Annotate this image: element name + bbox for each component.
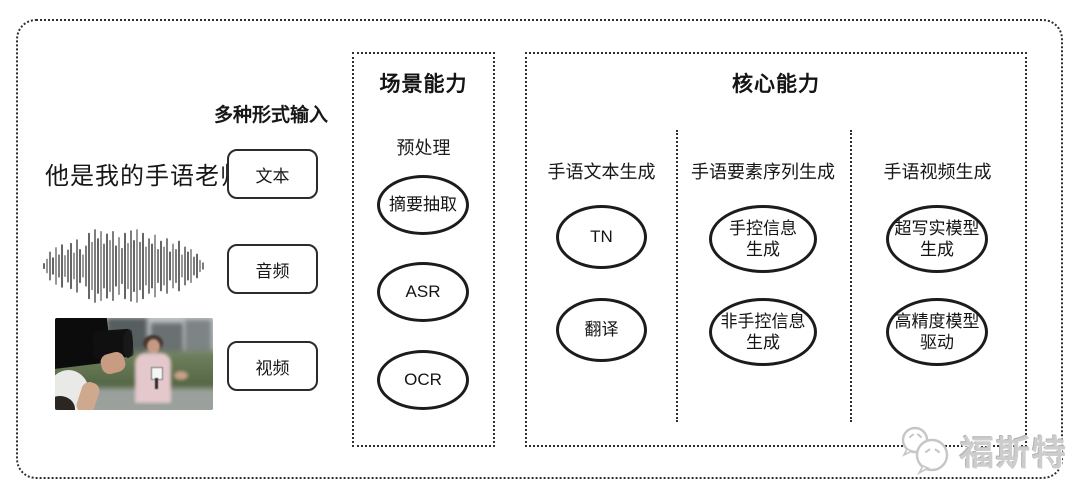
microphone-stem xyxy=(155,378,158,389)
node-label: 非手控信息 xyxy=(720,311,806,331)
node-label: TN xyxy=(590,227,613,247)
column-sign-element-sequence-generation: 手语要素序列生成 手控信息 生成 非手控信息 生成 xyxy=(676,54,850,445)
core-capability-box: 核心能力 手语文本生成 TN 翻译 手语要素序列生成 手控信息 生成 非手控信息… xyxy=(525,52,1027,447)
core-capability-title: 核心能力 xyxy=(732,73,820,96)
node-label: 生成 xyxy=(746,333,780,352)
video-frame-image xyxy=(55,318,213,410)
node-label: OCR xyxy=(404,370,442,390)
scene-capability-box: 场景能力 预处理 摘要抽取 ASR OCR xyxy=(352,52,495,447)
input-section-label: 多种形式输入 xyxy=(213,105,328,126)
column-divider xyxy=(850,130,852,422)
audio-waveform-icon xyxy=(43,229,204,303)
sample-input-text: 他是我的手语老师 xyxy=(45,163,245,190)
node-label: ASR xyxy=(405,282,441,302)
input-type-video-box: 视频 xyxy=(227,341,318,391)
scene-capability-title: 场景能力 xyxy=(379,73,468,96)
node-ocr: OCR xyxy=(377,350,469,410)
outer-dotted-frame xyxy=(16,19,1063,479)
node-label: 生成 xyxy=(746,240,780,259)
column-sign-video-generation: 手语视频生成 超写实模型 生成 高精度模型 驱动 xyxy=(850,54,1025,445)
input-type-text-box: 文本 xyxy=(227,149,318,199)
watermark: 福斯特 xyxy=(896,424,1068,476)
column-sign-text-generation: 手语文本生成 TN 翻译 xyxy=(527,54,676,445)
watermark-text: 福斯特 xyxy=(960,434,1068,473)
input-type-audio-label: 音频 xyxy=(255,261,290,281)
input-type-audio-box: 音频 xyxy=(227,244,318,294)
node-hyperrealistic-model-generation: 超写实模型 生成 xyxy=(886,205,988,273)
input-type-text-label: 文本 xyxy=(255,166,290,186)
node-label: 摘要抽取 xyxy=(389,195,457,215)
photographer-hair xyxy=(55,396,75,410)
column-header: 手语视频生成 xyxy=(883,162,992,182)
node-manual-info-generation: 手控信息 生成 xyxy=(709,205,817,273)
node-label: 翻译 xyxy=(584,320,619,340)
node-non-manual-info-generation: 非手控信息 生成 xyxy=(709,298,817,366)
input-type-video-label: 视频 xyxy=(255,358,290,378)
reporter-face xyxy=(147,339,160,354)
column-divider xyxy=(676,130,678,422)
node-label: 超写实模型 xyxy=(894,218,980,238)
column-header: 手语文本生成 xyxy=(547,162,656,182)
node-label: 手控信息 xyxy=(729,218,797,238)
node-summary-extraction: 摘要抽取 xyxy=(377,175,469,235)
node-label: 生成 xyxy=(920,240,954,259)
node-tn: TN xyxy=(556,205,647,269)
preprocessing-label: 预处理 xyxy=(396,138,451,158)
node-translation: 翻译 xyxy=(556,298,647,362)
node-high-precision-model-driving: 高精度模型 驱动 xyxy=(886,298,988,366)
chat-bubbles-icon xyxy=(901,426,949,476)
node-label: 驱动 xyxy=(920,333,954,352)
video-building xyxy=(185,320,211,354)
camera-lens-hood-icon xyxy=(123,330,133,358)
node-label: 高精度模型 xyxy=(894,311,980,331)
node-asr: ASR xyxy=(377,262,469,322)
reporter-hand xyxy=(174,371,188,380)
column-header: 手语要素序列生成 xyxy=(691,162,835,182)
